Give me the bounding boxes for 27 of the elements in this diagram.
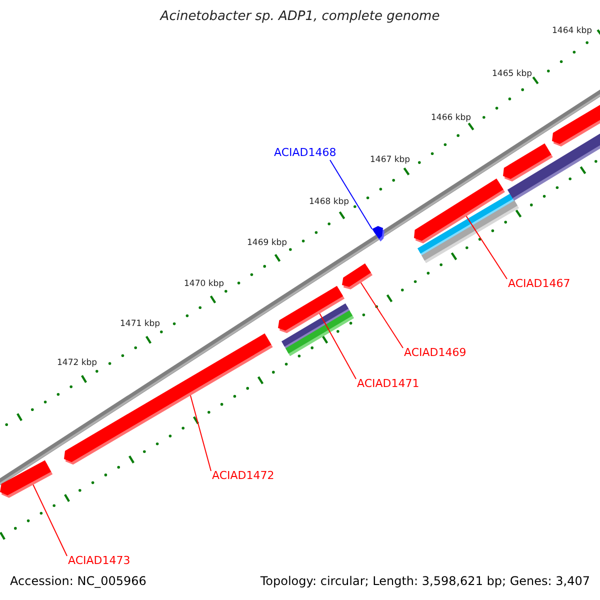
gene-segment <box>278 286 345 334</box>
gene-label: ACIAD1468 <box>274 146 336 160</box>
gene-label: ACIAD1467 <box>508 277 570 290</box>
gene-label: ACIAD1471 <box>357 377 420 390</box>
title: Acinetobacter sp. ADP1, complete genome <box>158 9 441 25</box>
gene-segment <box>342 263 372 290</box>
scale-label: 1464 kbp <box>552 26 592 36</box>
gene-label: ACIAD1469 <box>404 346 466 360</box>
accession-text: Accession: NC_005966 <box>10 574 146 588</box>
scale-label: 1472 kbp <box>57 358 98 368</box>
scale-label: 1471 kbp <box>120 319 160 330</box>
leader-line <box>358 280 404 348</box>
gene-segment <box>414 178 505 244</box>
gene-segment <box>0 460 53 498</box>
gene-segment <box>503 143 553 182</box>
scale-label: 1466 kbp <box>431 113 472 124</box>
genome-info-text: Topology: circular; Length: 3,598,621 bp; Genes: 3,407 <box>260 574 590 588</box>
scale-label: 1465 kbp <box>492 69 532 80</box>
gene-marker <box>372 226 384 242</box>
leader-line <box>330 160 372 230</box>
scale-label: 1467 kbp <box>370 155 410 166</box>
scale-label: 1468 kbp <box>309 197 350 208</box>
scale-label: 1470 kbp <box>184 279 224 290</box>
scale-label: 1469 kbp <box>247 238 288 248</box>
gene-label: ACIAD1473 <box>68 554 130 568</box>
gene-segment <box>552 104 600 147</box>
gene-label: ACIAD1472 <box>212 469 274 482</box>
